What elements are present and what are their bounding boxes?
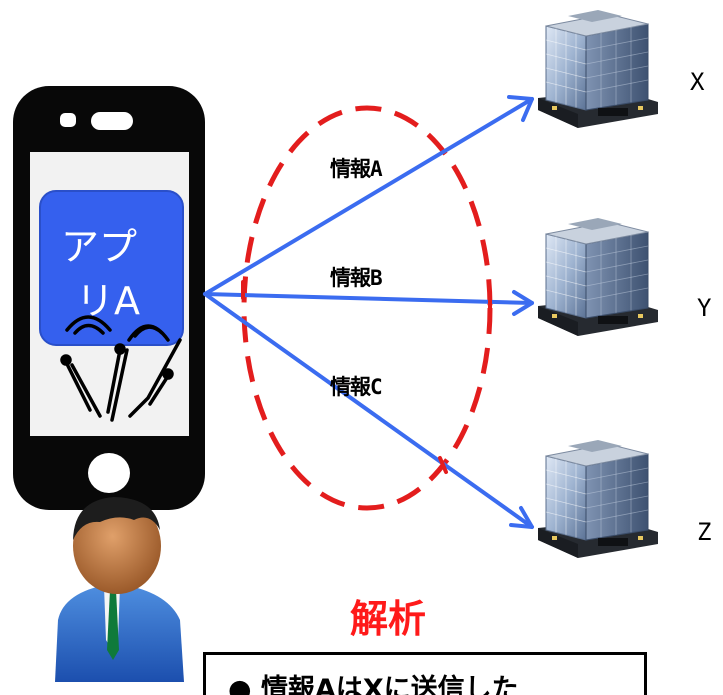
building-icon bbox=[537, 439, 659, 559]
arrowhead-to-x bbox=[507, 95, 534, 122]
server-label-z: Z bbox=[697, 518, 712, 546]
info-label-b: 情報B bbox=[330, 266, 383, 290]
info-label-c: 情報C bbox=[330, 375, 383, 399]
building-icon bbox=[537, 9, 659, 129]
peeking-figure-icon bbox=[60, 315, 182, 422]
intersection-markers bbox=[241, 280, 492, 474]
analysis-result-box: ● 情報AはXに送信した bbox=[203, 652, 647, 695]
building-icon bbox=[537, 217, 659, 337]
arrows bbox=[203, 95, 534, 529]
app-label-line1: アプ bbox=[61, 225, 138, 269]
arrowhead-to-z bbox=[509, 506, 534, 529]
arrow-to-x bbox=[203, 97, 534, 296]
server-label-y: Y bbox=[697, 294, 712, 322]
arrow-to-z bbox=[203, 292, 534, 529]
app-icon[interactable] bbox=[39, 190, 184, 346]
arrow-to-y bbox=[203, 292, 534, 305]
info-label-a: 情報A bbox=[330, 157, 383, 181]
server-label-x: X bbox=[690, 68, 705, 96]
arrowhead-to-y bbox=[512, 290, 534, 316]
user-icon bbox=[55, 497, 184, 682]
app-label-line2: リA bbox=[76, 279, 140, 323]
analysis-title: 解析 bbox=[350, 597, 427, 641]
analysis-result-text: ● 情報AはXに送信した bbox=[228, 674, 519, 695]
